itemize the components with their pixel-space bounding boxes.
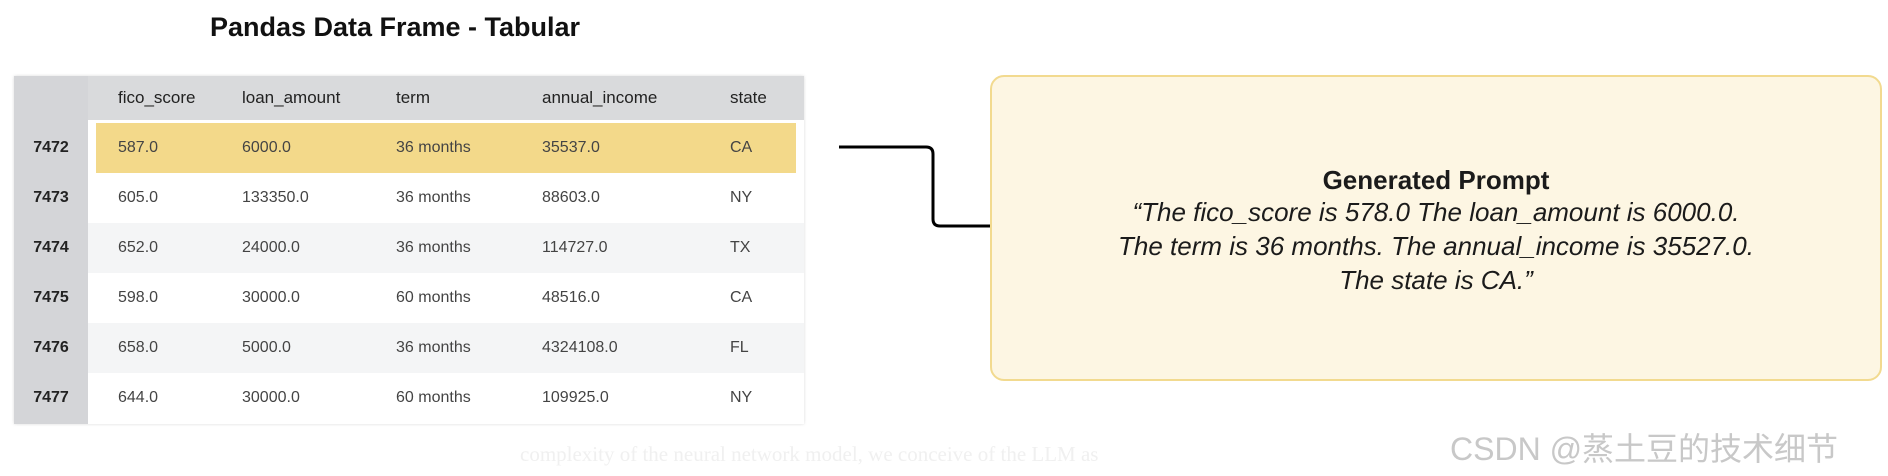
table-cell-loan-amount: 5000.0: [242, 339, 291, 356]
table-cell-loan-amount: 24000.0: [242, 239, 300, 256]
table-cell-fico-score: 605.0: [118, 189, 159, 206]
table-cell-state: CA: [730, 289, 753, 306]
row-index: 7473: [33, 189, 69, 206]
watermark: CSDN @蒸土豆的技术细节: [1450, 431, 1839, 467]
table-cell-state: TX: [730, 239, 751, 256]
table-cell-state: NY: [730, 389, 753, 406]
table-cell-fico-score: 598.0: [118, 289, 159, 306]
generated-prompt-box: Generated Prompt “The fico_score is 578.…: [990, 75, 1882, 381]
prompt-text: “The fico_score is 578.0 The loan_amount…: [1118, 197, 1754, 295]
row-index: 7472: [33, 139, 69, 156]
row-index: 7476: [33, 339, 69, 356]
table-cell-annual-income: 88603.0: [542, 189, 600, 206]
table-cell-annual-income: 114727.0: [542, 239, 608, 256]
table-cell-term: 36 months: [396, 189, 471, 206]
background-text: complexity of the neural network model, …: [520, 442, 1099, 466]
column-header-annual-income: annual_income: [542, 88, 658, 107]
table-cell-fico-score: 644.0: [118, 389, 159, 406]
column-header-state: state: [730, 88, 767, 107]
table-cell-loan-amount: 6000.0: [242, 139, 291, 156]
table-header: [14, 76, 804, 120]
table-cell-state: CA: [730, 139, 753, 156]
column-header-term: term: [396, 88, 430, 107]
table-cell-loan-amount: 30000.0: [242, 289, 300, 306]
table-cell-state: NY: [730, 189, 753, 206]
table-cell-annual-income: 109925.0: [542, 389, 609, 406]
table-cell-fico-score: 658.0: [118, 339, 159, 356]
table-row: [96, 123, 796, 173]
table-cell-loan-amount: 30000.0: [242, 389, 300, 406]
table-cell-term: 60 months: [396, 289, 471, 306]
table-cell-term: 60 months: [396, 389, 471, 406]
row-index: 7475: [33, 289, 69, 306]
table-cell-term: 36 months: [396, 239, 471, 256]
column-header-fico-score: fico_score: [118, 88, 196, 107]
table-cell-annual-income: 35537.0: [542, 139, 600, 156]
row-index: 7477: [33, 389, 69, 406]
table-cell-fico-score: 587.0: [118, 139, 159, 156]
table-cell-annual-income: 4324108.0: [542, 339, 618, 356]
table-cell-term: 36 months: [396, 339, 471, 356]
index-column: [14, 76, 88, 424]
table-cell-term: 36 months: [396, 139, 471, 156]
prompt-title: Generated Prompt: [1322, 165, 1550, 195]
row-index: 7474: [33, 239, 69, 256]
table-cell-annual-income: 48516.0: [542, 289, 600, 306]
table-row: [88, 223, 804, 273]
diagram-title: Pandas Data Frame - Tabular: [209, 12, 581, 42]
table-cell-state: FL: [730, 339, 749, 356]
table-row: [88, 323, 804, 373]
column-header-loan-amount: loan_amount: [242, 88, 341, 107]
table-cell-fico-score: 652.0: [118, 239, 159, 256]
table-cell-loan-amount: 133350.0: [242, 189, 309, 206]
